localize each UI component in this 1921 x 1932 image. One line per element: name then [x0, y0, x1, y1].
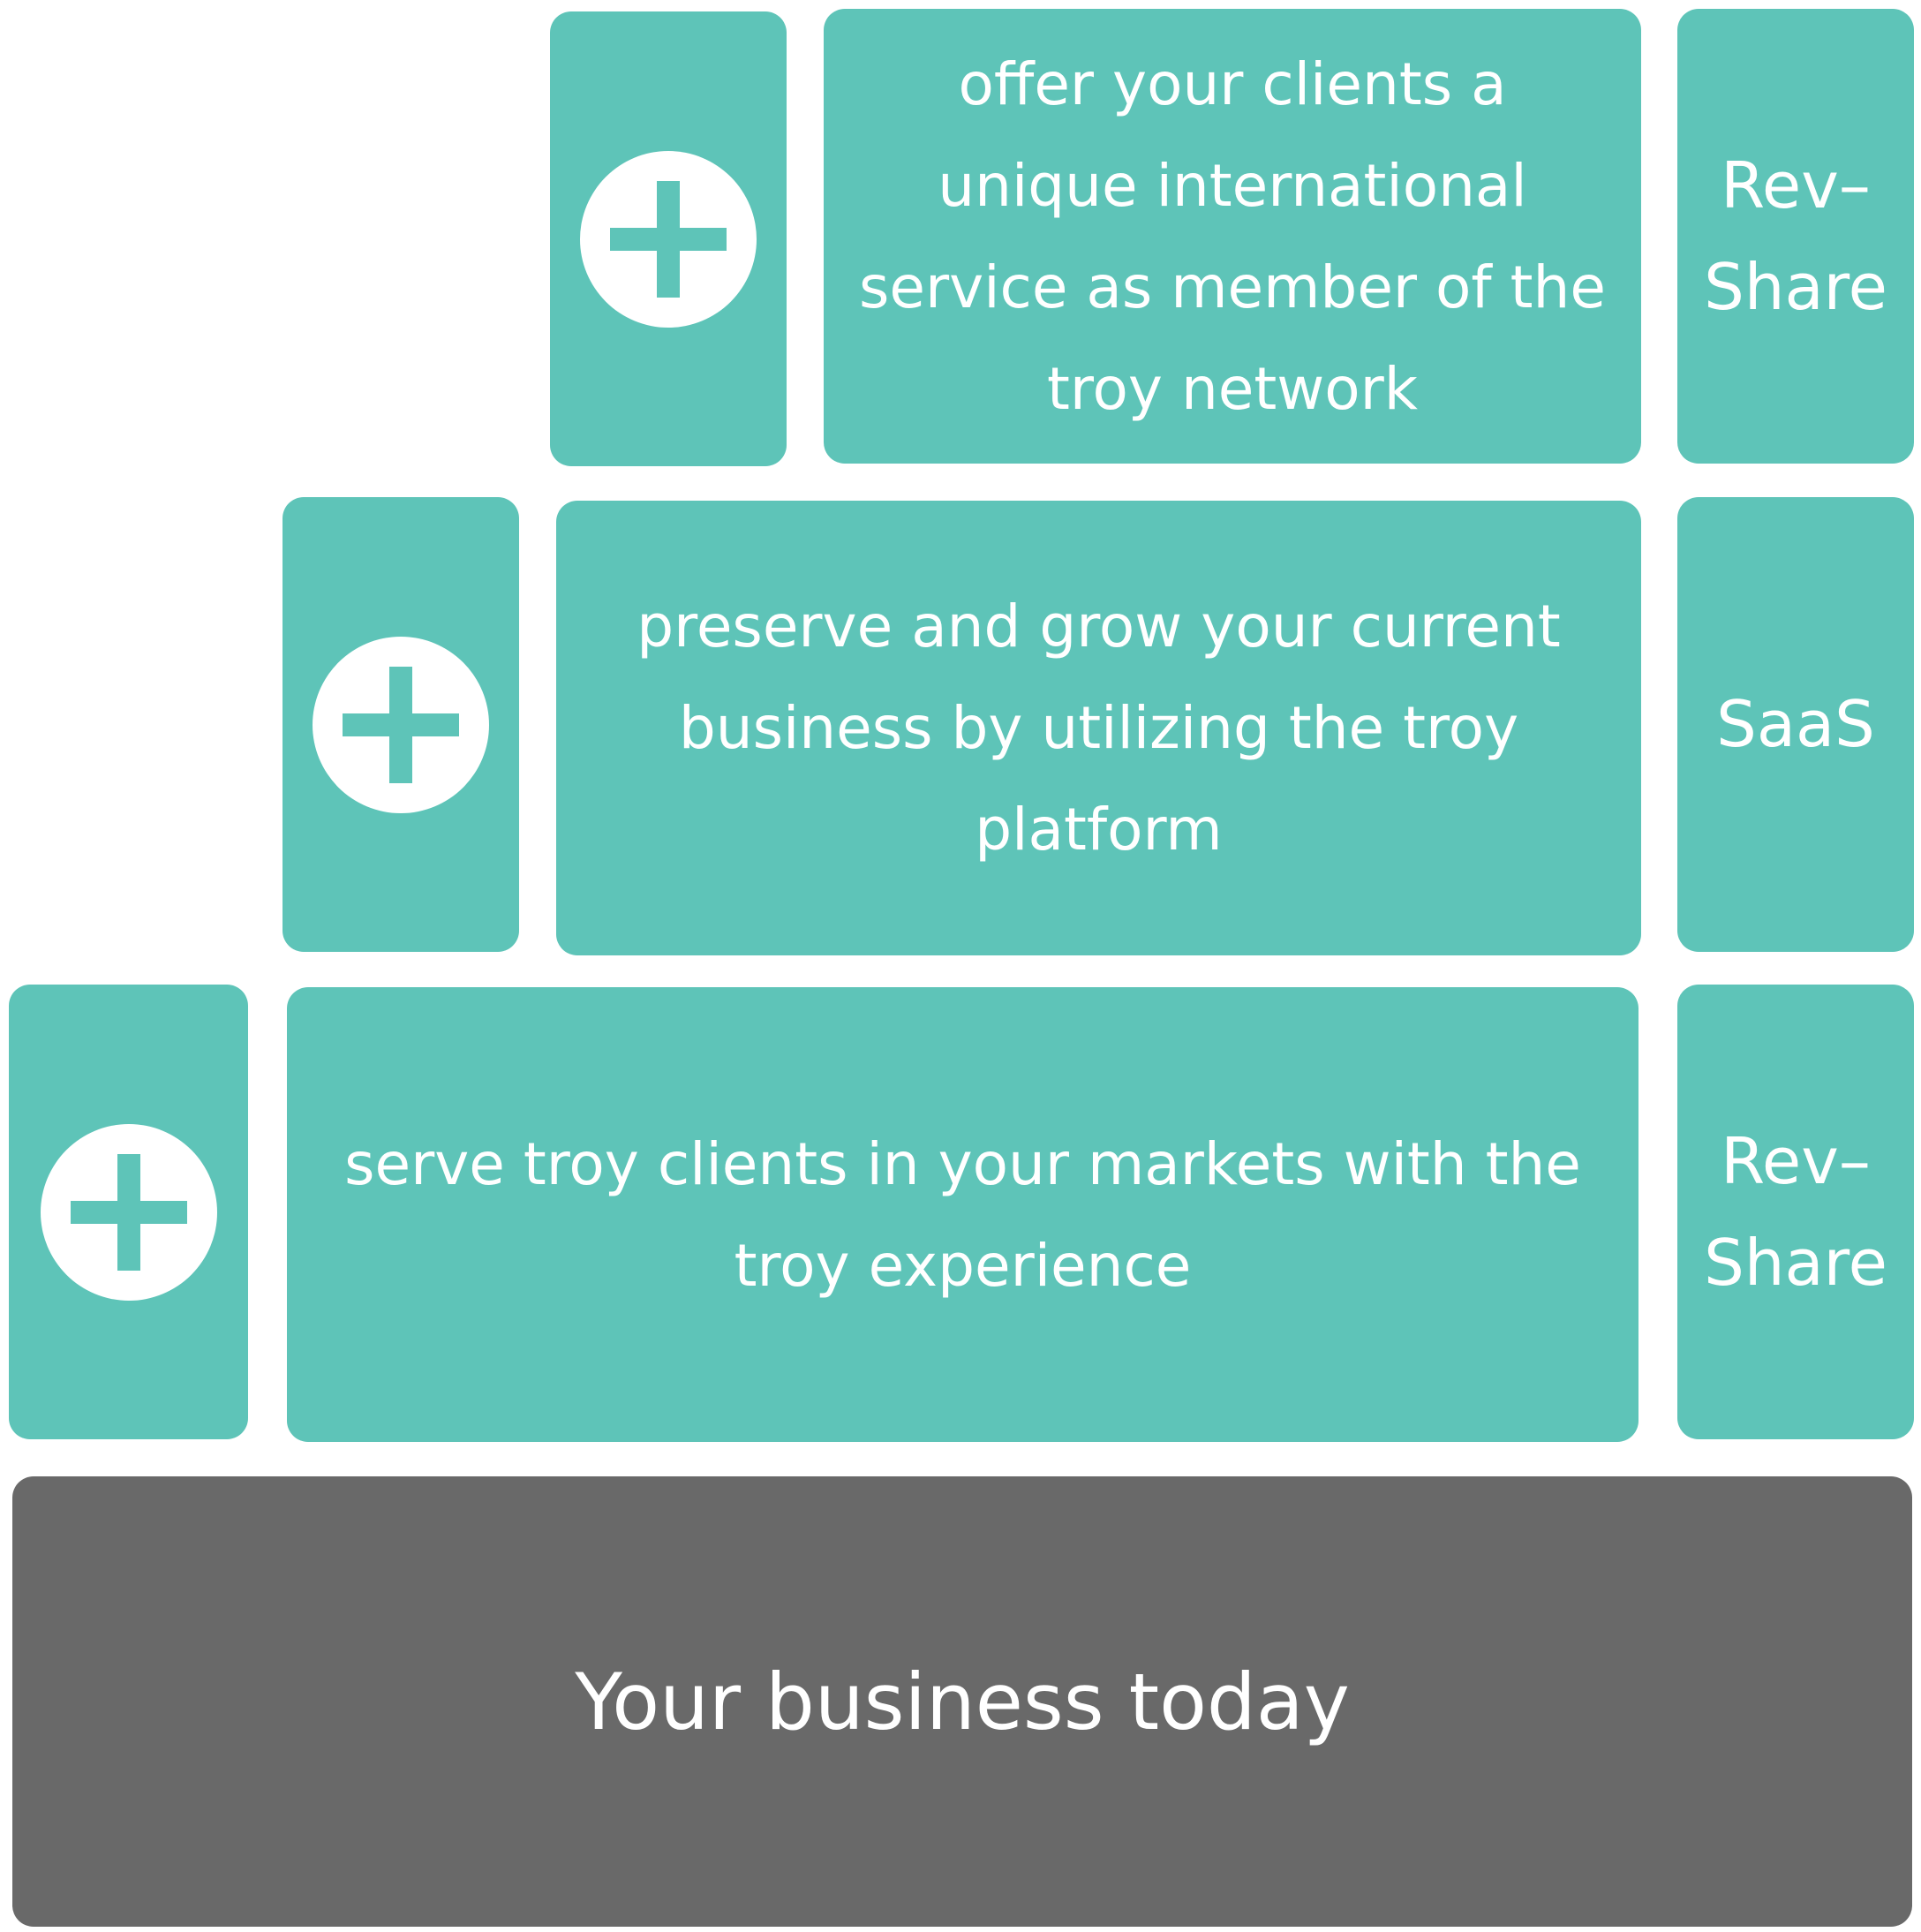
base-business-today: Your business today [12, 1476, 1912, 1927]
plus-circle-icon [313, 636, 489, 813]
tier-3-icon-box [9, 985, 248, 1439]
tier-1-model: Rev– Share [1677, 9, 1914, 464]
tier-3-description: serve troy clients in your markets with … [287, 987, 1638, 1442]
tier-1-description: offer your clients a unique internationa… [824, 9, 1641, 464]
tier-1-icon-box [550, 11, 787, 466]
plus-circle-icon [580, 150, 757, 328]
tier-3-model: Rev– Share [1677, 985, 1914, 1439]
tier-2-model: SaaS [1677, 497, 1914, 952]
plus-circle-icon [40, 1123, 217, 1301]
tier-2-icon-box [282, 497, 519, 952]
tier-2-description: preserve and grow your current business … [556, 501, 1641, 955]
